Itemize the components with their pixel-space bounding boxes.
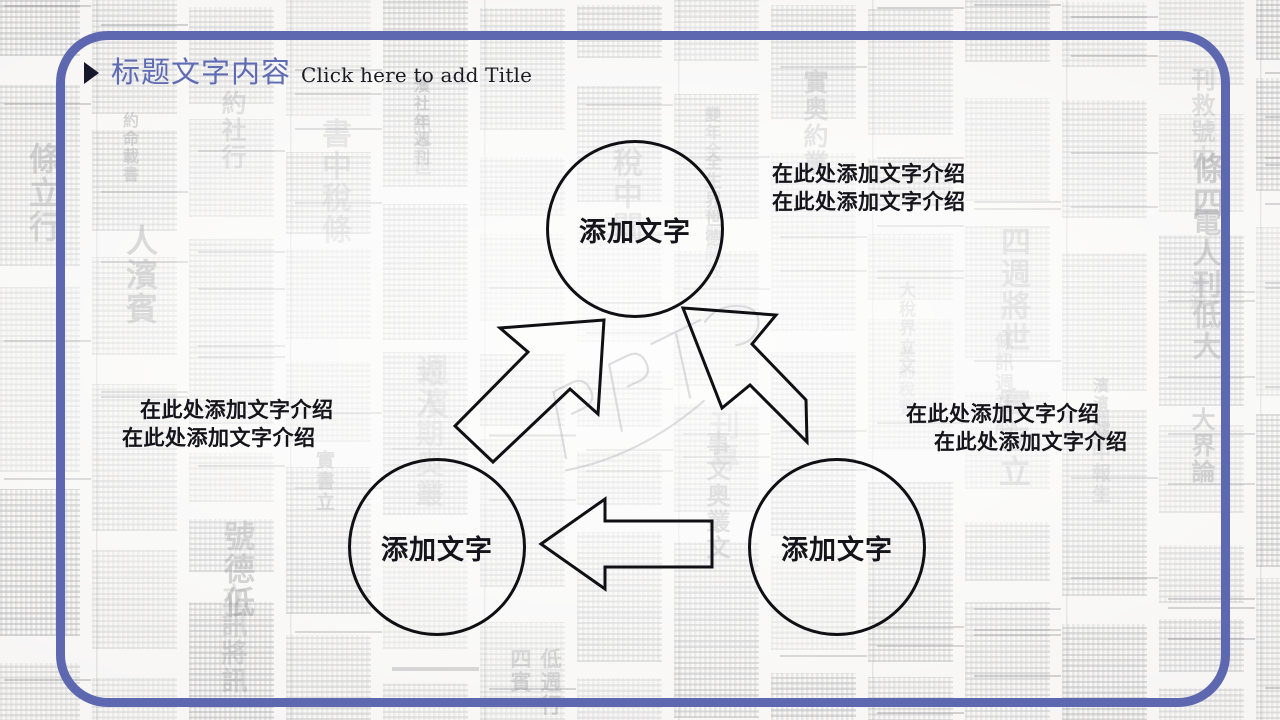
caption-right-line1: 在此处添加文字介绍 [906, 402, 1100, 426]
play-triangle-icon [84, 61, 99, 84]
caption-left-line1: 在此处添加文字介绍 [140, 398, 334, 422]
arrow-br-to-bl [538, 496, 714, 592]
arrow-top-to-br [680, 306, 809, 446]
title-chinese: 标题文字内容 [111, 55, 292, 89]
node-circle-bottom-left[interactable]: 添加文字 [348, 458, 526, 636]
node-label-top: 添加文字 [579, 216, 691, 248]
node-label-bottom-left: 添加文字 [381, 534, 493, 566]
page-title: 标题文字内容 Click here to add Title [84, 58, 532, 87]
caption-top-line2: 在此处添加文字介绍 [772, 190, 966, 215]
arrow-bl-to-top [452, 318, 606, 465]
caption-left-line2: 在此处添加文字介绍 [122, 426, 316, 451]
caption-right[interactable]: 在此处添加文字介绍 在此处添加文字介绍 [906, 400, 1128, 457]
node-circle-bottom-right[interactable]: 添加文字 [748, 458, 926, 636]
caption-top-line1: 在此处添加文字介绍 [772, 162, 966, 186]
node-label-bottom-right: 添加文字 [781, 534, 893, 566]
node-circle-top[interactable]: 添加文字 [546, 140, 724, 318]
caption-right-line2: 在此处添加文字介绍 [934, 430, 1128, 455]
caption-left[interactable]: 在此处添加文字介绍 在此处添加文字介绍 [122, 396, 334, 453]
caption-top[interactable]: 在此处添加文字介绍 在此处添加文字介绍 [744, 160, 966, 217]
title-english: Click here to add Title [301, 63, 533, 87]
slide-border-frame [56, 31, 1230, 707]
